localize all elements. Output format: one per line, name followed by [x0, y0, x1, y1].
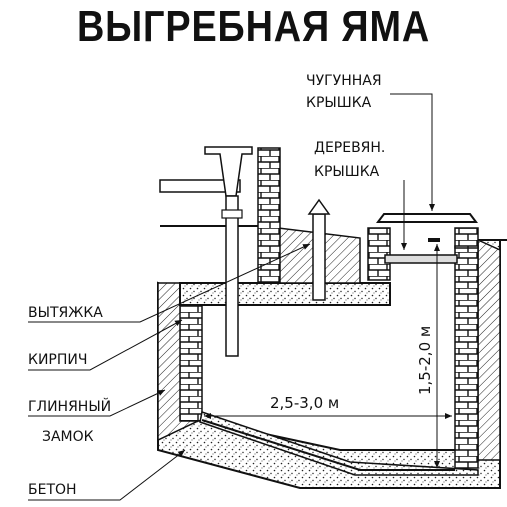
drain-pipe [225, 195, 239, 357]
wooden-lid [384, 254, 458, 264]
leader-exhaust [28, 243, 311, 323]
exhaust-pipe [312, 213, 326, 301]
cast-iron-lid [376, 213, 478, 223]
diagram-title: ВЫГРЕБНАЯ ЯМА [76, 2, 431, 51]
leader-brick [28, 319, 183, 371]
toilet-floor [159, 179, 241, 193]
label-cast-iron-lid-2: КРЫШКА [306, 95, 372, 111]
label-cast-iron-lid-1: ЧУГУННАЯ [306, 73, 382, 89]
manhole-wall-right [454, 227, 479, 249]
label-clay-lock-2: ЗАМОК [42, 429, 94, 445]
label-clay-lock-1: ГЛИНЯНЫЙ [28, 397, 111, 415]
label-wooden-lid-2: КРЫШКА [314, 164, 380, 180]
label-exhaust: ВЫТЯЖКА [28, 305, 103, 321]
brick-wall-right [454, 245, 479, 469]
leader-cast-iron [390, 93, 435, 211]
top-slab [179, 282, 391, 306]
clay-lock-right [477, 238, 501, 461]
label-concrete: БЕТОН [28, 482, 77, 498]
toilet-brick-wall [257, 147, 281, 284]
exhaust-cap [307, 198, 331, 215]
label-wooden-lid-1: ДЕРЕВЯН. [314, 140, 385, 156]
depth-dimension-label: 1,5-2,0 м [416, 326, 434, 395]
leader-clay [28, 389, 166, 417]
brick-wall-left [179, 302, 203, 422]
label-brick: КИРПИЧ [28, 352, 87, 368]
width-dimension-label: 2,5-3,0 м [270, 394, 339, 412]
leader-concrete [28, 449, 186, 501]
manhole-wall-left [367, 227, 391, 281]
